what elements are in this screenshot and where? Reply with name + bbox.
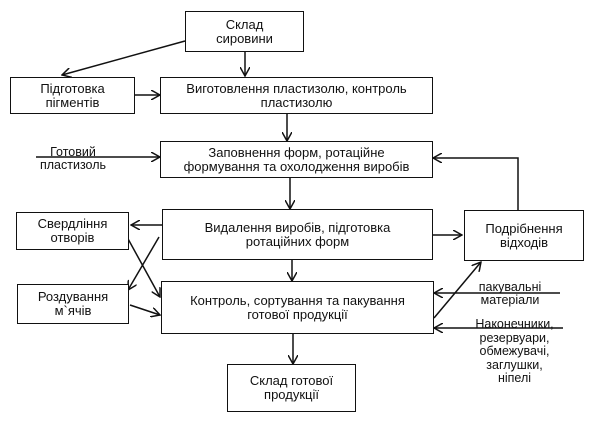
arrow-inflation-to-control	[129, 304, 160, 315]
node-finished-storage: Склад готової продукції	[227, 364, 356, 412]
node-fill-forms: Заповнення форм, ротаційне формування та…	[160, 141, 433, 178]
node-label: Заповнення форм, ротаційне формування та…	[183, 144, 410, 174]
input-packing-materials: пакувальні матеріали	[465, 281, 555, 307]
node-drilling: Свердління отворів	[16, 212, 129, 250]
node-label: Склад сировини	[216, 16, 273, 46]
input-components: Наконечники, резервуари, обмежувачі, заг…	[462, 317, 567, 386]
node-plastisol-make: Виготовлення пластизолю, контроль пласти…	[160, 77, 433, 114]
node-remove-products: Видалення виробів, підготовка ротаційних…	[162, 209, 433, 260]
arrow-grinding-to-fill	[433, 158, 519, 210]
node-label: Подрібнення відходів	[485, 220, 563, 250]
input-ready-plastisol: Готовий пластизоль	[33, 146, 113, 172]
input-label: пакувальні матеріали	[478, 280, 542, 307]
node-label: Свердління отворів	[37, 216, 108, 245]
node-label: Склад готової продукції	[249, 373, 334, 402]
arrow-control-to-grinding	[433, 262, 481, 319]
node-raw-storage: Склад сировини	[185, 11, 304, 52]
node-label: Контроль, сортування та пакування готово…	[190, 292, 405, 322]
node-ball-inflation: Роздування м`ячів	[17, 284, 129, 324]
node-waste-grinding: Подрібнення відходів	[464, 210, 584, 261]
node-control-packing: Контроль, сортування та пакування готово…	[161, 281, 434, 334]
arrow-raw-to-pigment	[62, 40, 186, 75]
arrow-remove-to-inflation	[128, 236, 160, 290]
input-label: Готовий пластизоль	[39, 145, 107, 172]
arrow-drilling-to-control	[126, 236, 160, 297]
node-label: Виготовлення пластизолю, контроль пласти…	[186, 80, 407, 110]
input-label: Наконечники, резервуари, обмежувачі, заг…	[475, 317, 554, 385]
node-label: Підготовка пігментів	[40, 80, 105, 110]
node-label: Роздування м`ячів	[37, 289, 109, 318]
node-pigment-prep: Підготовка пігментів	[10, 77, 135, 114]
node-label: Видалення виробів, підготовка ротаційних…	[204, 219, 391, 249]
